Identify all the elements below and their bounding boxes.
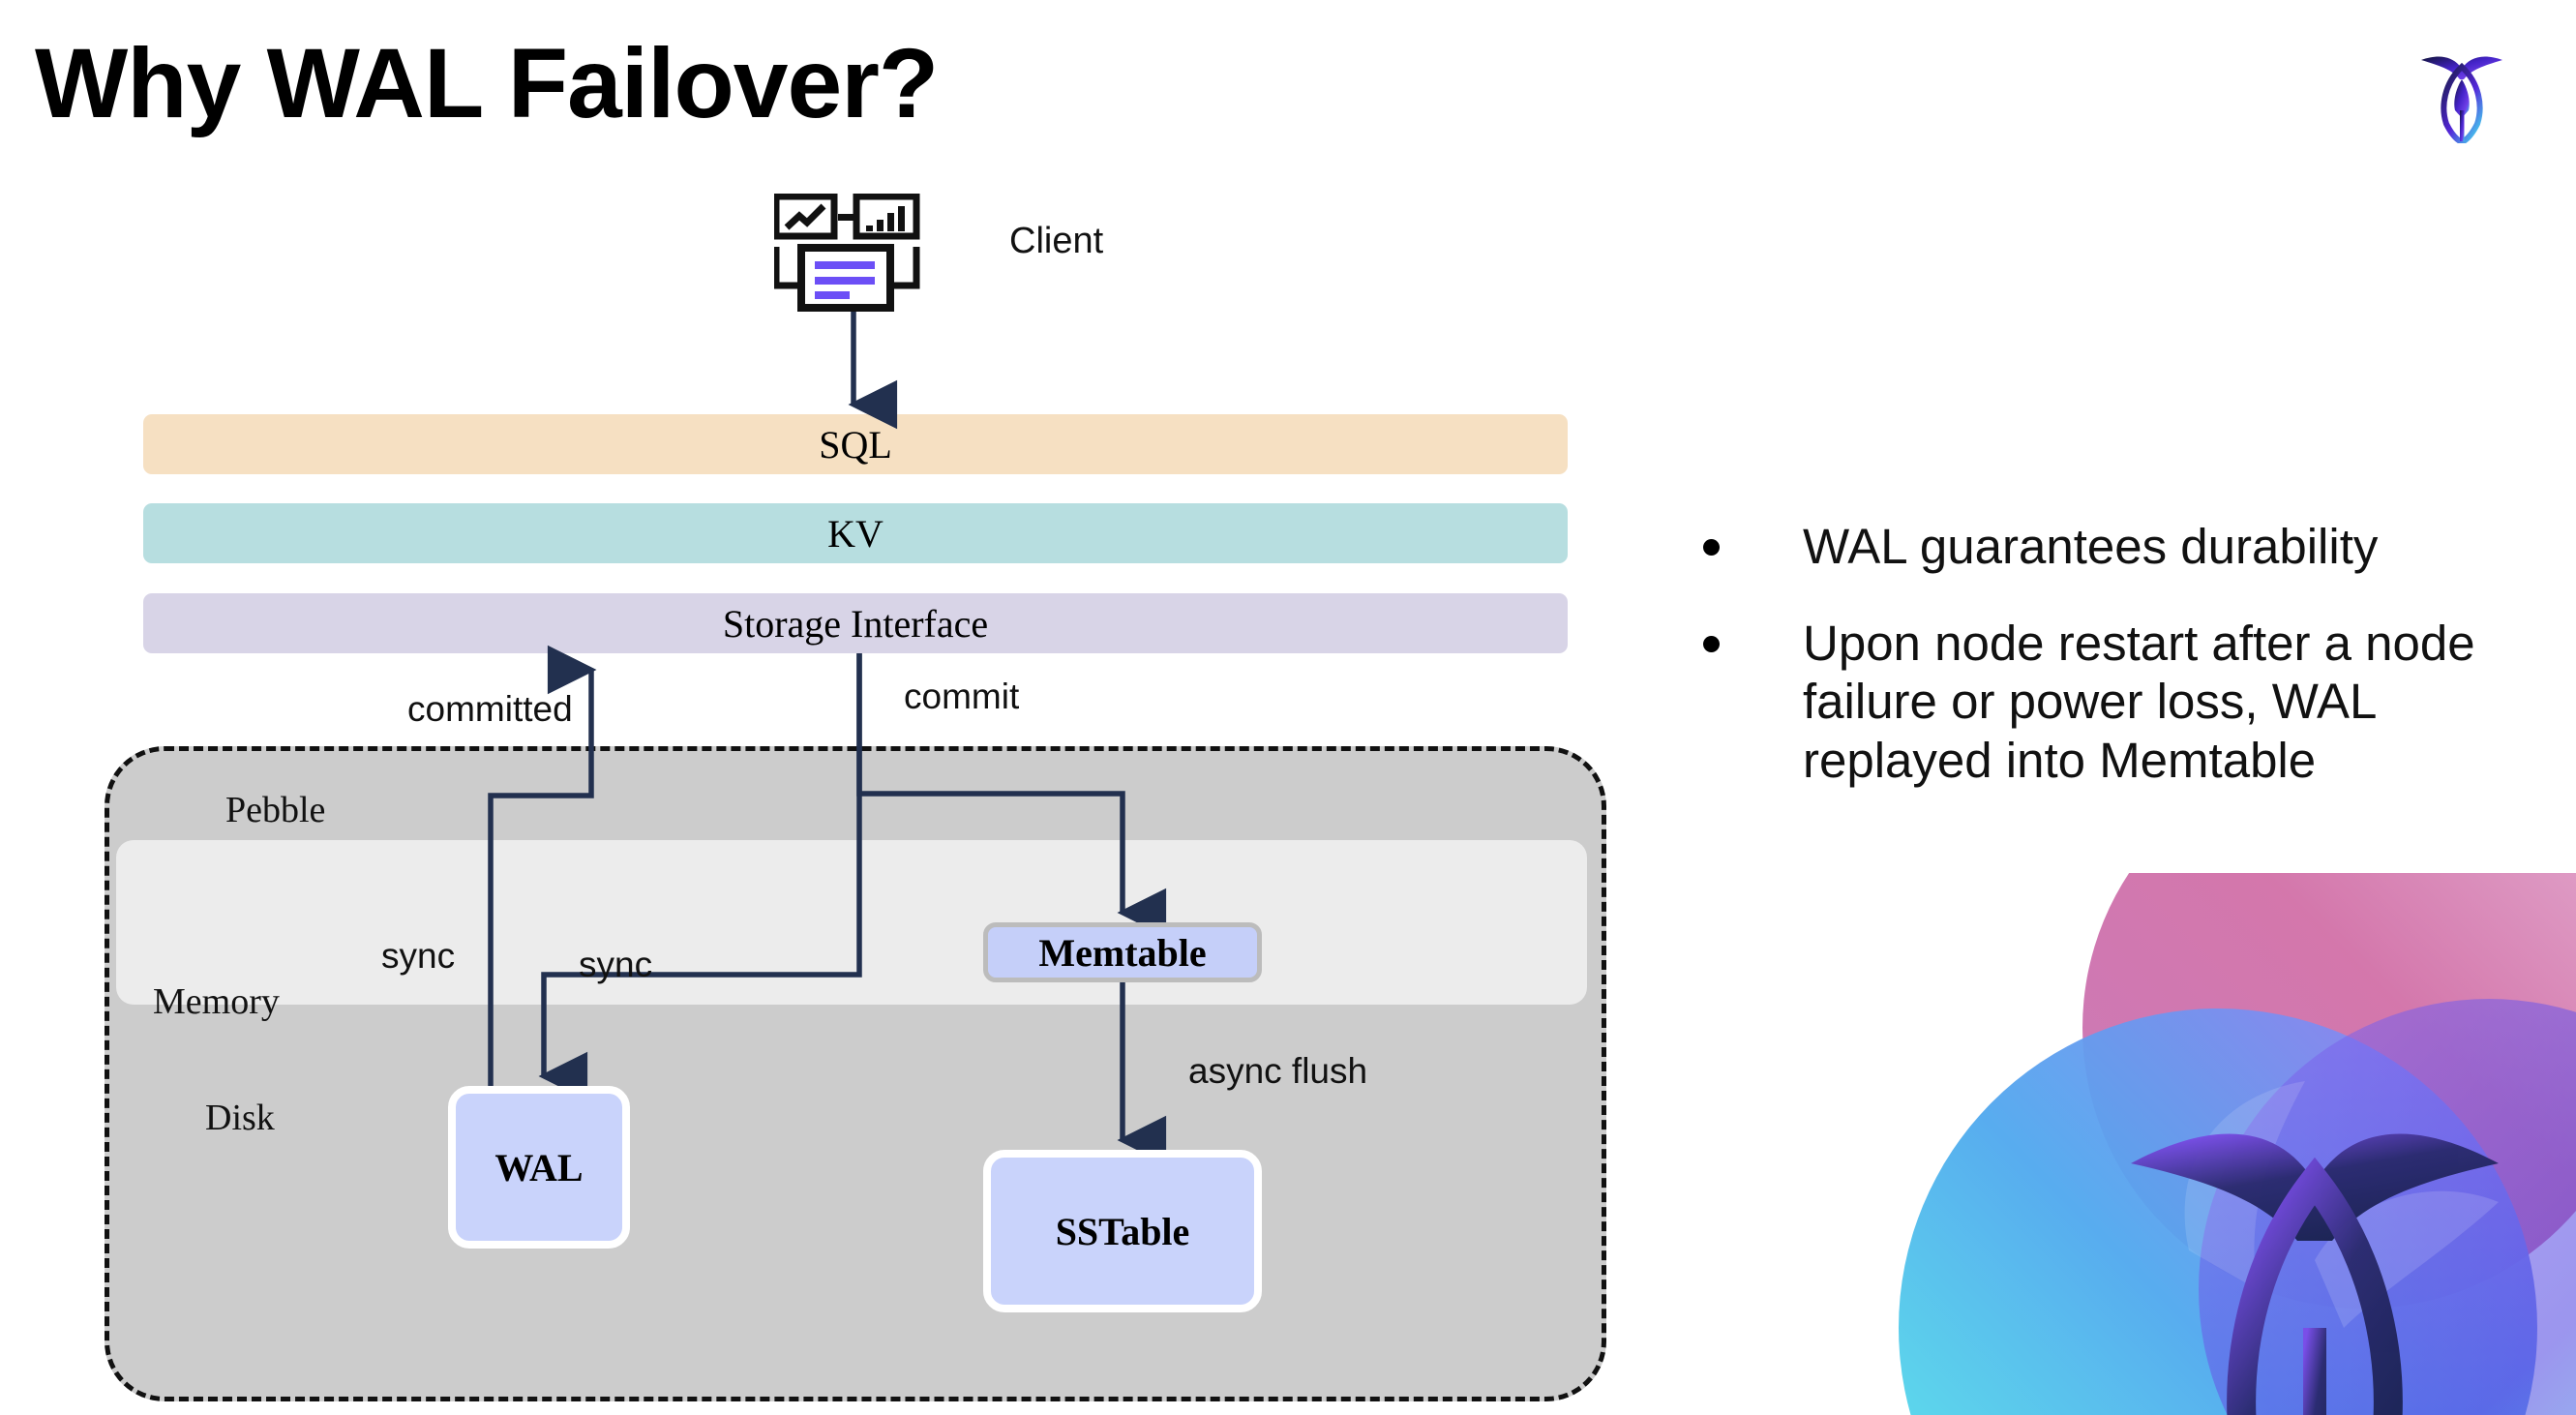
bullet-dot-icon xyxy=(1703,539,1720,556)
list-item: WAL guarantees durability xyxy=(1703,518,2477,576)
edge-label-sync-1: sync xyxy=(381,936,456,976)
edge-label-sync-2: sync xyxy=(579,945,653,984)
cockroachdb-logo xyxy=(2421,56,2502,143)
decorative-graphic xyxy=(1899,873,2576,1415)
client-dashboard-icon xyxy=(774,194,920,312)
bullet-list: WAL guarantees durability Upon node rest… xyxy=(1703,518,2477,828)
bullet-text: Upon node restart after a node failure o… xyxy=(1803,616,2475,788)
edge-label-committed: committed xyxy=(407,689,573,729)
node-wal: WAL xyxy=(448,1086,630,1249)
memory-label: Memory xyxy=(153,981,280,1022)
bullet-dot-icon xyxy=(1703,636,1720,653)
layer-bar-storage-interface: Storage Interface xyxy=(143,593,1568,653)
layer-bar-sql: SQL xyxy=(143,414,1568,474)
disk-label: Disk xyxy=(205,1098,275,1138)
node-sstable: SSTable xyxy=(983,1150,1262,1312)
layer-label-storage-interface: Storage Interface xyxy=(722,601,989,646)
layer-label-kv: KV xyxy=(827,511,884,556)
layer-label-sql: SQL xyxy=(819,422,892,467)
memory-region xyxy=(116,840,1587,1005)
pebble-label: Pebble xyxy=(225,790,326,830)
node-label-sstable: SSTable xyxy=(1055,1209,1190,1253)
node-label-memtable: Memtable xyxy=(1038,930,1207,975)
list-item: Upon node restart after a node failure o… xyxy=(1703,615,2477,790)
edge-label-commit: commit xyxy=(904,677,1020,716)
page-title: Why WAL Failover? xyxy=(35,28,939,138)
layer-bar-kv: KV xyxy=(143,503,1568,563)
client-label: Client xyxy=(1009,221,1104,261)
node-label-wal: WAL xyxy=(494,1145,584,1189)
bullet-text: WAL guarantees durability xyxy=(1803,519,2379,574)
node-memtable: Memtable xyxy=(983,922,1262,982)
edge-label-async-flush: async flush xyxy=(1188,1051,1368,1091)
